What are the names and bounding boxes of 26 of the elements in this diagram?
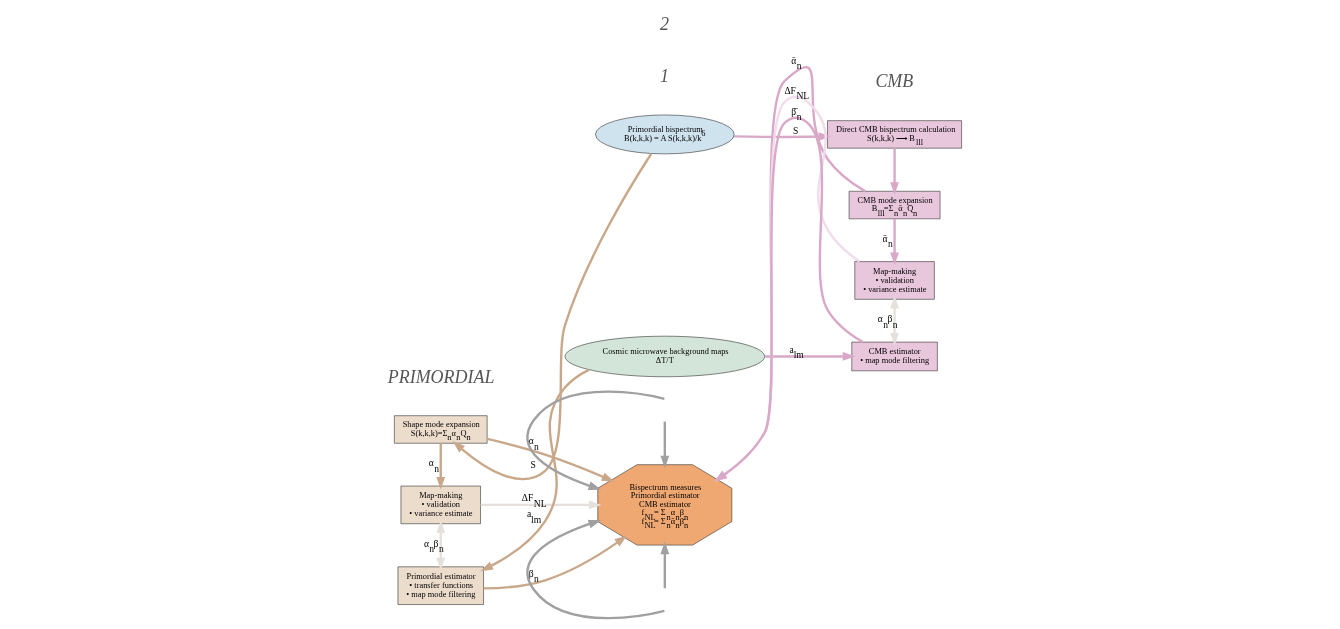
arrow: [889, 295, 899, 346]
arrow: [435, 520, 445, 571]
node-box: Map-making • validation • variance estimate: [400, 485, 481, 525]
node-box: CMB estimator • map mode filtering: [851, 341, 938, 372]
arrow: [659, 421, 669, 469]
arrow: [483, 535, 627, 590]
arrow: [479, 368, 589, 572]
arrow: [889, 218, 899, 266]
arrow: [486, 437, 614, 482]
label: PRIMORDIAL: [387, 366, 494, 387]
node-box: Primordial estimator • transfer functions • map mode filtering: [397, 566, 484, 605]
arrow: [889, 148, 899, 195]
edge-label: S: [792, 124, 798, 136]
arrow: [525, 519, 665, 620]
node-box: Map-making • validation • variance estimate: [853, 261, 935, 300]
arrow: [435, 443, 445, 490]
edge-label: S: [530, 458, 536, 470]
label: 1: [659, 66, 669, 87]
label: 2: [659, 13, 669, 34]
node-ellipse: Cosmic microwave background maps ΔT/T: [564, 335, 765, 378]
arrow: [452, 153, 652, 481]
label: CMB: [874, 71, 913, 92]
arrow: [525, 390, 665, 490]
arrow: [480, 500, 601, 510]
arrow: [764, 352, 855, 361]
arrow: [659, 541, 669, 589]
